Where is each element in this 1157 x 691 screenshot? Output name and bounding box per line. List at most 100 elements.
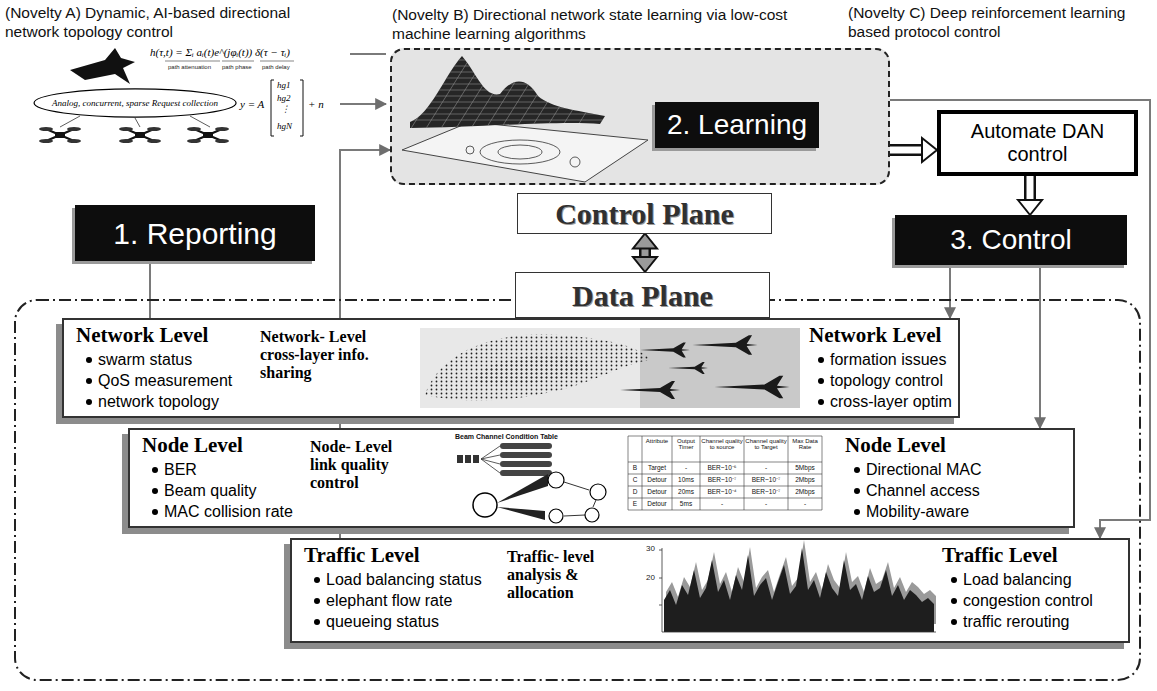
- label-slot: y = A: [240, 98, 264, 110]
- label-slot: Max Data Rate: [789, 438, 821, 451]
- text-slot: Load balancing status: [312, 570, 482, 589]
- step-box: 3. Control: [895, 215, 1127, 265]
- arrow-shaft: [890, 144, 922, 156]
- arrow-shaft: [639, 249, 651, 258]
- text-slot: Mobility-aware: [852, 502, 969, 521]
- novelty-heading: (Novelty A) Dynamic, AI-based directiona…: [5, 4, 305, 41]
- label-slot: BER~10⁻⁷: [745, 477, 787, 484]
- text-slot: (Novelty B) Directional network state le…: [392, 6, 812, 43]
- arrow-head: [1018, 200, 1042, 215]
- uav-illustration: [39, 139, 53, 143]
- label-slot: Output Timer: [673, 438, 699, 451]
- surface-plot: [498, 145, 542, 159]
- arrow-shaft: [642, 249, 649, 258]
- text-slot: Node Level: [845, 434, 946, 457]
- bullet-item: Channel access: [852, 481, 980, 500]
- connector-line: [149, 261, 151, 318]
- table-cell: 5ms: [673, 501, 699, 508]
- label-slot: B: [629, 465, 641, 472]
- surface-plot: [480, 140, 560, 164]
- text-slot: swarm status: [84, 350, 192, 369]
- text-slot: cross-layer optim: [816, 392, 952, 411]
- bullet-item: BER: [150, 460, 197, 479]
- learning-region-fill: [390, 48, 890, 185]
- label-slot: BER~10⁻⁷: [745, 489, 787, 496]
- swarm-image: [420, 328, 800, 408]
- beam-table-figure: [473, 493, 497, 517]
- bullet-item: network topology: [84, 392, 219, 411]
- label-slot: 10ms: [673, 477, 699, 484]
- label-slot: Target: [643, 465, 671, 472]
- surface-plot: [466, 146, 474, 154]
- table-cell: -: [701, 501, 743, 508]
- level-heading: Node Level: [845, 434, 946, 457]
- connector-line: [949, 265, 951, 318]
- uav-illustration: [135, 132, 145, 138]
- box-label: Automate DAN control: [941, 120, 1134, 166]
- panel-face: [128, 428, 1075, 528]
- text-slot: elephant flow rate: [312, 591, 452, 610]
- beam-table-figure: [497, 474, 548, 503]
- label-slot: Detour: [643, 477, 671, 484]
- table-header: Attribute: [643, 438, 671, 444]
- text-slot: BER: [150, 460, 197, 479]
- beam-table-figure: [564, 482, 596, 516]
- swarm-image: [470, 355, 591, 385]
- beam-table-figure: [457, 455, 463, 463]
- table-header: Channel quality to source: [701, 438, 743, 451]
- beam-table-figure: [628, 436, 822, 510]
- bullet-item: Directional MAC: [852, 460, 982, 479]
- label-slot: path delay: [262, 64, 290, 70]
- matrix-entry: hg2: [277, 94, 291, 103]
- label-slot: -: [745, 465, 787, 472]
- beam-table-figure: [497, 507, 545, 520]
- table-cell: -: [745, 465, 787, 472]
- label-slot: -: [789, 501, 821, 508]
- uav-illustration: [147, 139, 161, 143]
- beam-table-figure: [481, 446, 500, 473]
- sharing-note: Network- Level cross-layer info. sharing: [260, 328, 395, 382]
- arrow-head: [633, 257, 657, 272]
- label-slot: BER~10⁻⁷: [701, 477, 743, 484]
- label-slot: -: [701, 501, 743, 508]
- plane-label: Data Plane: [572, 279, 713, 312]
- label-slot: E: [629, 501, 641, 508]
- table-cell: -: [789, 501, 821, 508]
- label-slot: Detour: [643, 489, 671, 496]
- table-header: Channel quality to Target: [745, 438, 787, 451]
- label-slot: 5ms: [673, 501, 699, 508]
- uav-illustration: [147, 127, 161, 131]
- label-slot: Channel quality to Target: [745, 438, 787, 451]
- surface-plot: [400, 50, 625, 130]
- label-slot: path phase: [222, 64, 252, 70]
- label-slot: BER~10⁻⁶: [701, 465, 743, 472]
- swarm-image: [693, 335, 758, 355]
- flow-arrow: [633, 234, 657, 273]
- uav-illustration: [187, 127, 229, 143]
- label-slot: (Novelty C) Deep reinforcement learning …: [848, 4, 1148, 41]
- table-header: Max Data Rate: [789, 438, 821, 451]
- level-heading: Node Level: [142, 434, 243, 457]
- text-slot: Channel access: [852, 481, 980, 500]
- plane-box: Control Plane: [517, 193, 772, 234]
- step-label: 1. Reporting: [113, 217, 276, 250]
- connector-line: [1039, 265, 1041, 428]
- surface-plot: [400, 50, 648, 182]
- text-slot: formation issues: [816, 350, 947, 369]
- label-slot: hg2: [277, 94, 291, 103]
- beam-table-figure: [548, 472, 564, 488]
- label-slot: 5Mbps: [789, 465, 821, 472]
- bullet-item: traffic rerouting: [949, 612, 1069, 631]
- formula-text: y = A: [240, 98, 264, 110]
- uav-illustration: [271, 80, 303, 136]
- text-slot: Beam quality: [150, 481, 257, 500]
- collection-ellipse: Analog, concurrent, sparse Request colle…: [32, 88, 238, 118]
- arrow-head: [633, 234, 657, 249]
- swarm-image: [420, 328, 800, 408]
- axis-tick: 30: [646, 545, 655, 553]
- label-slot: D: [629, 489, 641, 496]
- level-panel: Traffic LevelLoad balancing statuselepha…: [290, 538, 1130, 643]
- table-cell: B: [629, 465, 641, 472]
- label-slot: path attenuation: [168, 64, 211, 70]
- beam-table-figure: [549, 509, 563, 523]
